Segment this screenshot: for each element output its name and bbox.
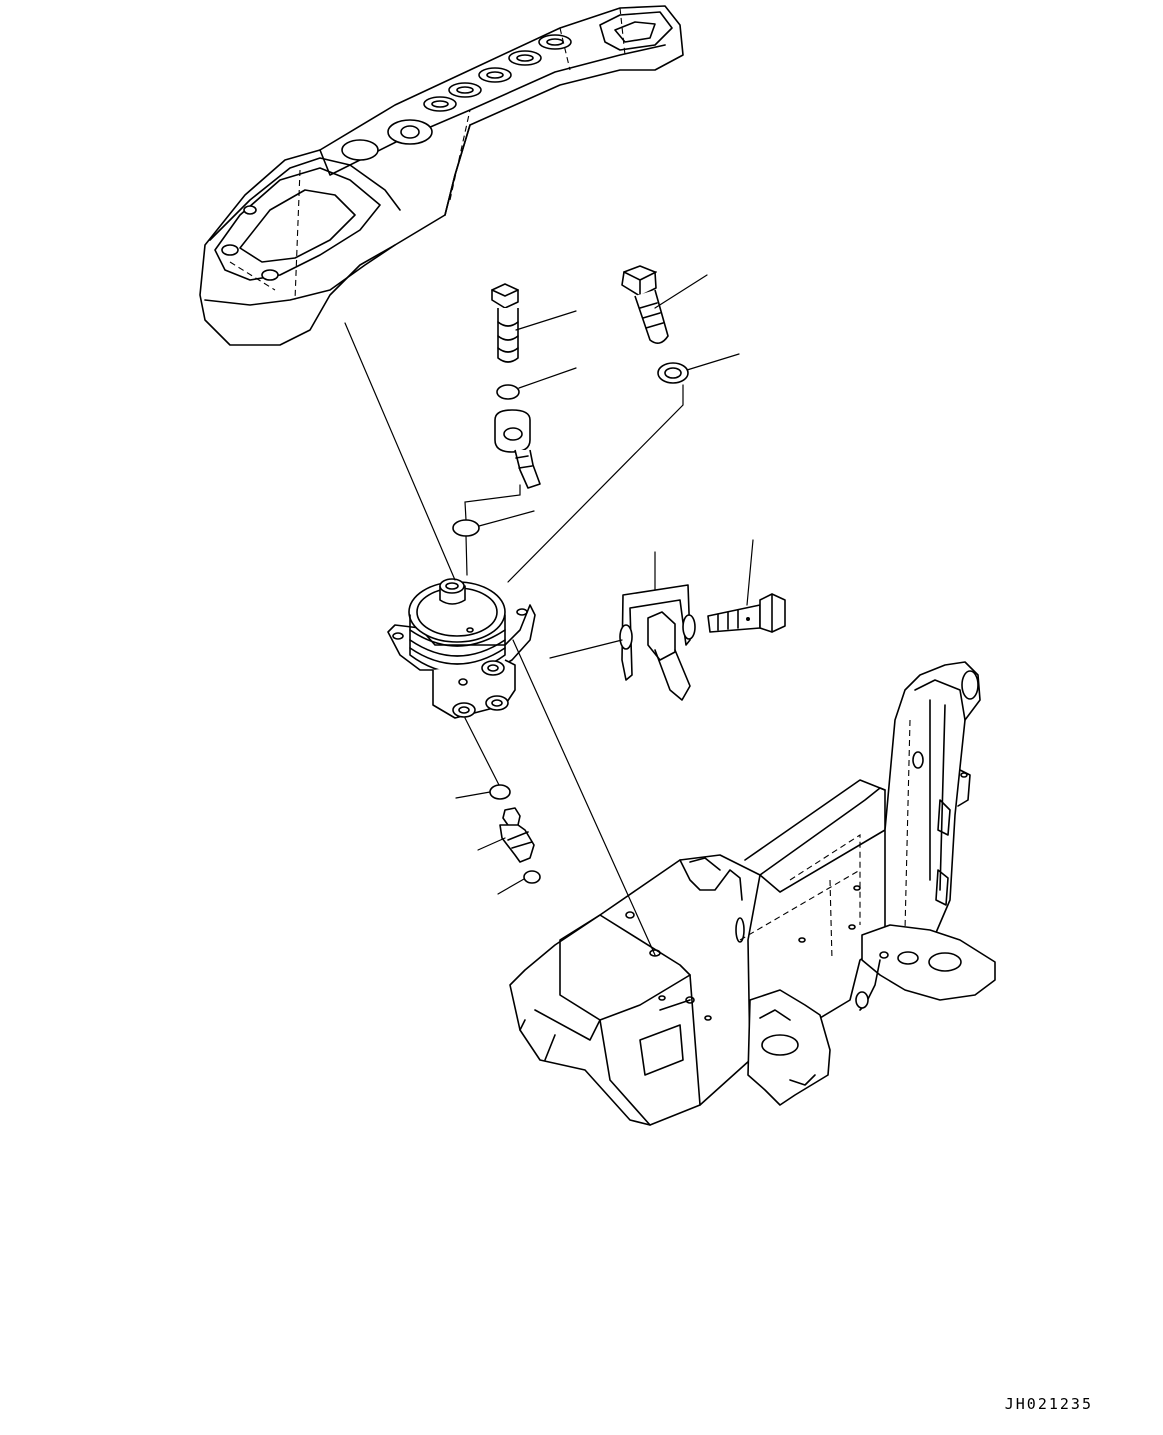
hex-bolt-upper[interactable]	[622, 266, 668, 343]
console-frame[interactable]	[510, 662, 995, 1125]
banjo-fitting[interactable]	[495, 410, 540, 488]
o-ring-lower-2[interactable]	[524, 871, 540, 883]
pilot-valve[interactable]	[388, 579, 535, 718]
o-ring-banjo[interactable]	[497, 385, 519, 399]
o-ring-pilot[interactable]	[453, 520, 479, 536]
console-cover[interactable]	[200, 6, 683, 345]
callout-leaders	[456, 275, 753, 894]
o-ring-lower-1[interactable]	[490, 785, 510, 799]
washer-upper[interactable]	[658, 363, 688, 383]
banjo-bolt[interactable]	[492, 284, 518, 362]
elbow-fitting[interactable]	[500, 808, 534, 862]
drawing-number: JH021235	[1004, 1395, 1093, 1413]
lever-bracket[interactable]	[620, 585, 695, 700]
hex-bolt-bracket[interactable]	[708, 594, 785, 632]
assembly-guide-lines	[345, 323, 683, 955]
